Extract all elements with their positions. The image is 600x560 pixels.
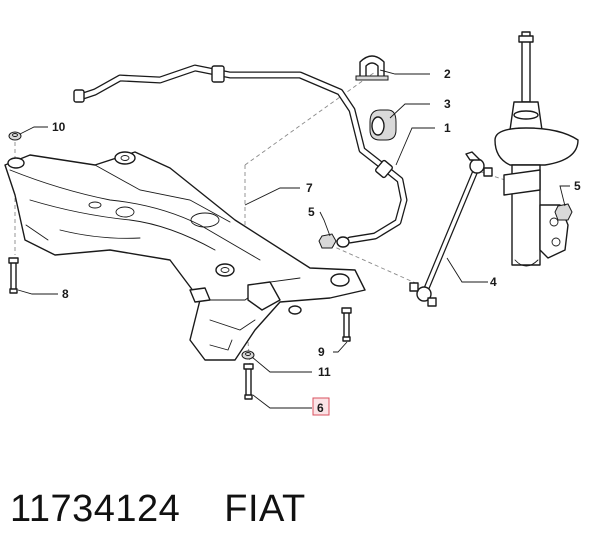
bolt-6[interactable] (243, 363, 254, 400)
callout-4[interactable]: 4 (490, 275, 497, 289)
callout-6[interactable]: 6 (317, 401, 324, 415)
leader-lines (17, 69, 570, 409)
stabilizer-bar[interactable] (73, 64, 408, 248)
callout-8[interactable]: 8 (62, 287, 69, 301)
bolt-8[interactable] (8, 257, 19, 294)
stabilizer-bushing[interactable] (369, 109, 397, 141)
callout-2[interactable]: 2 (444, 67, 451, 81)
stabilizer-link[interactable] (409, 151, 493, 307)
washer-11[interactable] (241, 350, 255, 360)
brand-name: FIAT (224, 488, 306, 530)
callout-7[interactable]: 7 (306, 181, 313, 195)
bolt-9[interactable] (341, 307, 352, 342)
front-subframe[interactable] (4, 151, 366, 361)
exploded-parts-diagram: 2 3 1 4 5 5 6 7 8 9 10 11 (4, 31, 581, 416)
callout-11[interactable]: 11 (318, 365, 331, 379)
part-footer: 11734124 FIAT (10, 488, 306, 538)
callout-10[interactable]: 10 (52, 120, 66, 134)
nut-5-strut[interactable] (554, 203, 573, 221)
callout-1[interactable]: 1 (444, 121, 451, 135)
strut-assembly (494, 31, 579, 267)
callout-5-strut[interactable]: 5 (574, 179, 581, 193)
callout-3[interactable]: 3 (444, 97, 451, 111)
stabilizer-bracket[interactable] (355, 55, 389, 81)
callout-6-highlight (312, 397, 330, 416)
callout-9[interactable]: 9 (318, 345, 325, 359)
callout-labels: 2 3 1 4 5 5 6 7 8 9 10 11 (52, 67, 581, 416)
washer-10[interactable] (8, 131, 22, 141)
nut-5-bar[interactable] (318, 233, 337, 249)
part-number: 11734124 (10, 488, 181, 530)
callout-5-bar[interactable]: 5 (308, 205, 315, 219)
